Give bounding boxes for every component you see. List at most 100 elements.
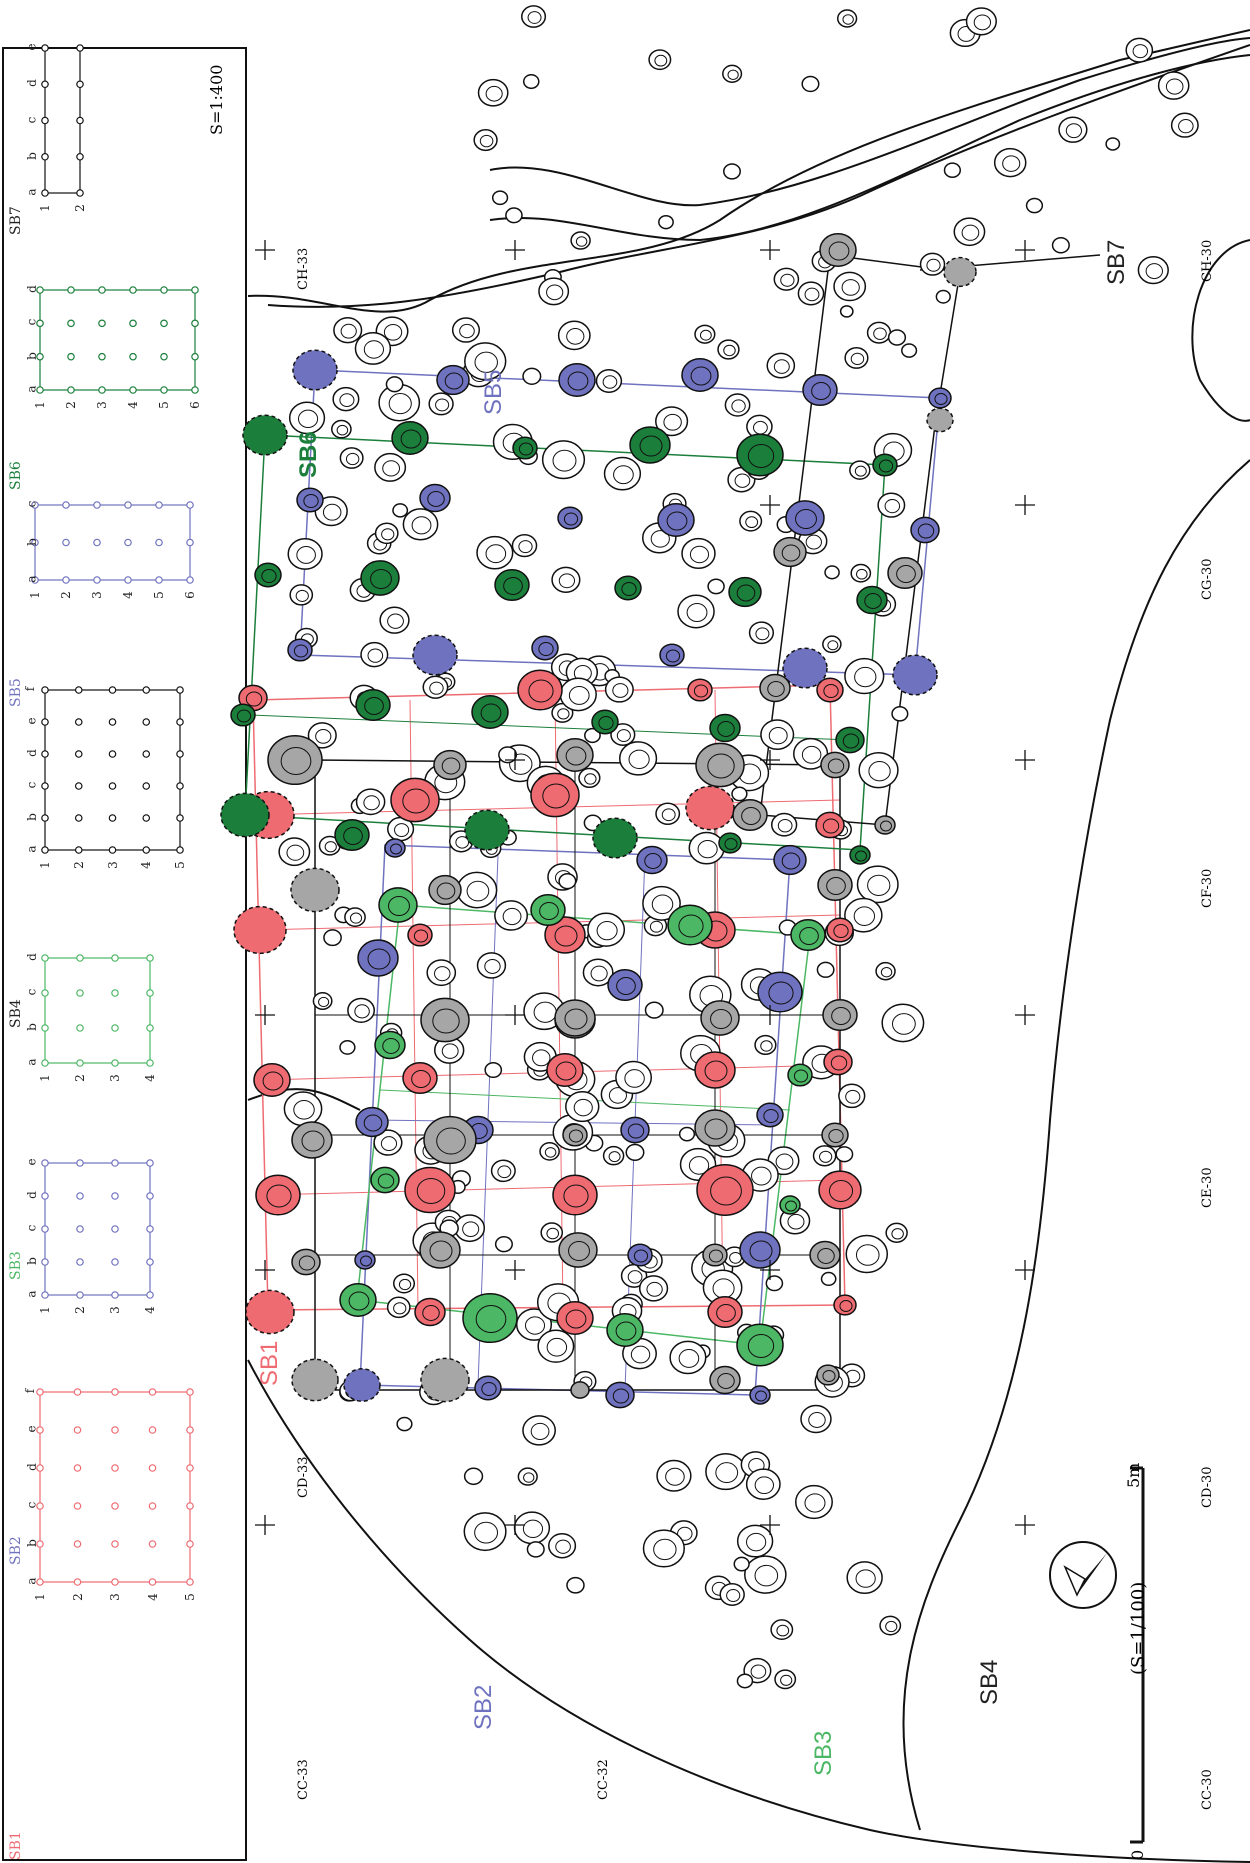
- posthole: [522, 367, 542, 385]
- posthole: [505, 207, 523, 224]
- posthole: [833, 1294, 857, 1316]
- posthole: [343, 1368, 381, 1402]
- posthole: [420, 1357, 470, 1403]
- key-col-number: 2: [58, 591, 73, 599]
- posthole: [615, 1060, 653, 1095]
- posthole: [722, 64, 743, 83]
- posthole: [607, 968, 643, 1002]
- posthole: [331, 419, 352, 439]
- posthole: [602, 1145, 625, 1166]
- key-col-number: 2: [72, 1074, 87, 1082]
- key-row-letter: b: [24, 537, 39, 546]
- posthole: [289, 584, 314, 606]
- posthole: [731, 786, 748, 802]
- posthole: [856, 865, 899, 904]
- posthole: [355, 1106, 389, 1138]
- posthole: [513, 1511, 551, 1545]
- posthole: [291, 1121, 333, 1159]
- posthole: [562, 1123, 588, 1147]
- posthole: [839, 305, 854, 318]
- posthole: [614, 575, 642, 601]
- key-row-letter: a: [24, 845, 39, 853]
- key-title-sb3: SB3: [8, 1251, 24, 1280]
- posthole: [339, 1283, 377, 1317]
- key-col-number: 4: [142, 1306, 157, 1314]
- key-col-number: 1: [27, 591, 42, 599]
- posthole: [471, 695, 509, 729]
- key-sb6: [36, 286, 199, 394]
- posthole: [556, 1301, 594, 1335]
- posthole: [943, 256, 977, 288]
- posthole: [844, 897, 883, 933]
- posthole: [928, 387, 952, 409]
- posthole: [759, 673, 791, 703]
- key-row-letter: a: [24, 188, 39, 196]
- posthole: [557, 320, 591, 351]
- posthole: [463, 1512, 507, 1552]
- posthole: [491, 190, 509, 206]
- key-row-letter: d: [24, 749, 39, 757]
- posthole: [385, 376, 404, 393]
- posthole: [823, 1048, 853, 1076]
- posthole: [526, 1541, 545, 1558]
- posthole: [463, 1467, 484, 1486]
- posthole: [790, 918, 826, 952]
- posthole: [709, 713, 741, 743]
- posthole: [619, 741, 658, 776]
- posthole: [756, 1102, 784, 1128]
- posthole: [1025, 197, 1044, 214]
- posthole: [638, 1275, 669, 1302]
- posthole: [360, 560, 400, 596]
- posthole: [230, 703, 256, 727]
- posthole: [558, 873, 577, 890]
- posthole: [809, 1240, 841, 1270]
- label-sb4: SB4: [976, 1659, 1003, 1705]
- posthole: [655, 802, 681, 826]
- posthole: [464, 342, 507, 381]
- posthole: [748, 621, 774, 645]
- posthole: [419, 483, 451, 513]
- posthole: [548, 1532, 577, 1559]
- posthole: [866, 321, 892, 344]
- scale-bar: [1130, 1466, 1145, 1844]
- posthole: [402, 508, 439, 541]
- key-row-letter: b: [24, 1539, 39, 1547]
- posthole: [370, 1166, 400, 1194]
- posthole: [318, 835, 341, 856]
- key-row-letter: d: [24, 953, 39, 961]
- posthole: [836, 9, 858, 28]
- grid-cross-icon: [1015, 1260, 1035, 1280]
- posthole: [821, 1122, 849, 1148]
- posthole: [801, 75, 820, 93]
- posthole: [782, 647, 828, 689]
- posthole: [685, 785, 735, 831]
- key-col-number: 1: [32, 401, 47, 409]
- posthole: [396, 1416, 413, 1432]
- posthole: [812, 1145, 837, 1167]
- grid-cross-icon: [505, 1005, 525, 1025]
- posthole: [749, 1385, 771, 1405]
- grid-cross-icon: [255, 1515, 275, 1535]
- grid-cross-icon: [505, 1260, 525, 1280]
- posthole: [323, 929, 342, 947]
- posthole: [816, 677, 844, 703]
- posthole: [736, 1673, 754, 1689]
- posthole: [591, 709, 619, 735]
- posthole: [254, 562, 282, 588]
- posthole: [629, 426, 671, 464]
- posthole: [578, 767, 601, 789]
- posthole: [695, 742, 745, 788]
- posthole: [745, 1468, 781, 1500]
- posthole: [705, 1453, 747, 1491]
- key-col-number: 1: [37, 861, 52, 869]
- terrain-lines: [247, 29, 1250, 1863]
- grid-cross-icon: [760, 1005, 780, 1025]
- grid-label: CC-32: [596, 1759, 611, 1800]
- posthole: [793, 737, 829, 770]
- key-title-sb4: SB4: [8, 999, 24, 1028]
- posthole: [378, 887, 418, 923]
- posthole: [874, 815, 896, 835]
- key-row-letter: b: [24, 813, 39, 821]
- posthole: [355, 788, 386, 816]
- sb6-line: [249, 714, 851, 741]
